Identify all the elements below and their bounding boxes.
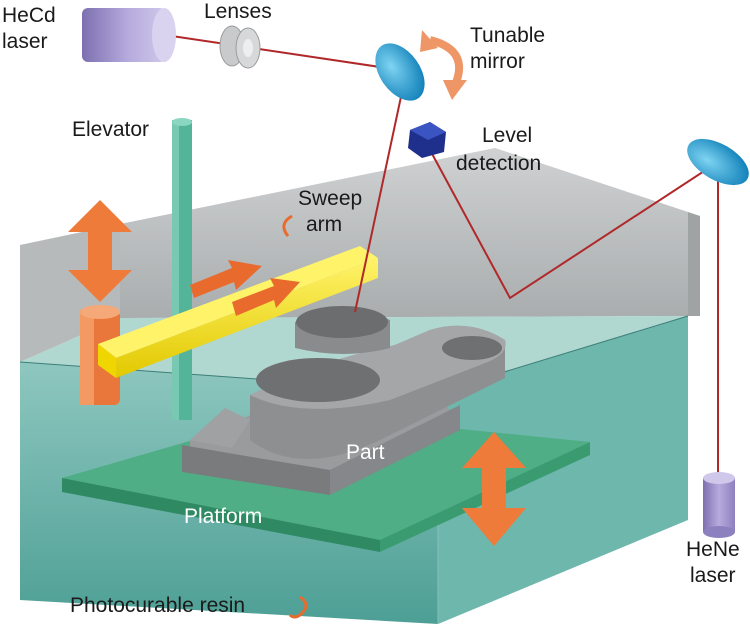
elevator-arrow [68,200,132,302]
mirror-rotation-arrow [420,30,467,100]
platform-front [62,478,380,552]
hene-laser [703,472,735,538]
part-base-front [182,445,330,495]
label-hecd-laser-2: laser [2,30,48,53]
label-level-detection-1: Level [482,124,532,147]
label-hene-laser-1: HeNe [686,538,740,561]
hecd-laser [82,8,176,62]
part-step [190,408,250,448]
label-tunable-mirror-2: mirror [470,50,525,73]
hene-beam [429,149,719,500]
label-hecd-laser-1: HeCd [2,4,56,27]
label-elevator: Elevator [72,118,149,141]
resin-side [438,316,688,624]
label-tunable-mirror-1: Tunable [470,24,545,47]
part-small-hole [442,336,502,360]
sweep-arm-arrows [190,214,300,316]
sweep-arm-front [98,344,116,378]
level-detection-sensor [408,122,446,158]
label-photocurable-resin: Photocurable resin [70,594,245,617]
part [182,306,506,495]
elevator-post [172,118,192,420]
label-sweep-arm-1: Sweep [298,187,362,210]
label-part: Part [346,441,385,464]
part-boss-hole [256,358,380,402]
label-sweep-arm-2: arm [306,213,342,236]
label-hene-laser-2: laser [690,564,736,587]
part-base-side [330,405,460,495]
resin-swirl-icon [288,595,308,619]
label-platform: Platform [184,505,262,528]
hecd-beam [164,34,401,71]
laser-beams [164,34,719,500]
tank-right-wall [688,212,700,316]
part-rear-hole [296,306,388,338]
hene-mirror [687,138,749,186]
sweep-arm-face [116,258,378,378]
tunable-mirror [375,43,425,101]
mirror-to-part-beam [354,77,406,313]
platform-arrow [462,432,526,546]
label-lenses: Lenses [204,0,272,23]
label-level-detection-2: detection [456,152,541,175]
lenses [219,25,261,69]
